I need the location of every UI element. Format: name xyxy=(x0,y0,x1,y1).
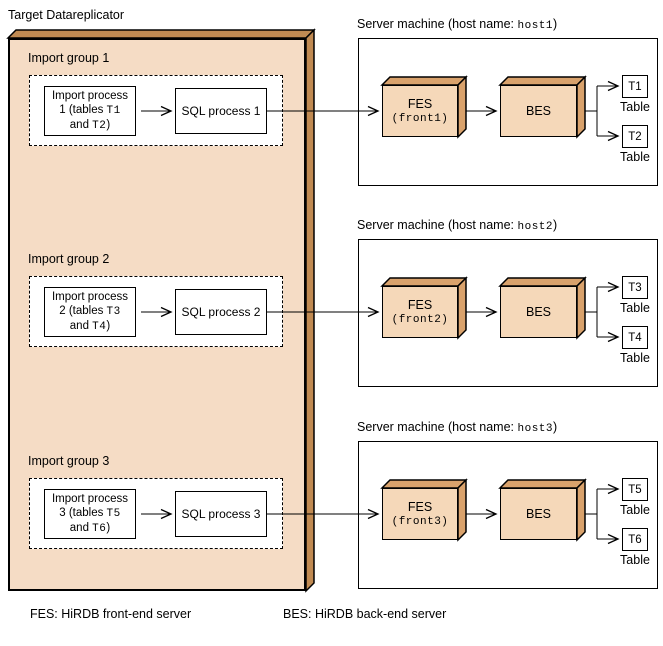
bes-box-3: BES xyxy=(500,488,577,540)
sql-process-2-label: SQL process 2 xyxy=(181,305,261,319)
server-1-label-prefix: Server machine (host name: xyxy=(357,17,518,31)
server-1-label-suffix: ) xyxy=(553,17,558,31)
import-process-2-text: Import process 2 (tables T3 and T4) xyxy=(52,290,128,335)
bes-box-1: BES xyxy=(500,85,577,137)
table-t1-id: T1 xyxy=(628,80,642,93)
bes-3-name: BES xyxy=(525,506,551,521)
table-t6-caption: Table xyxy=(620,553,650,567)
server-2-label-prefix: Server machine (host name: xyxy=(357,218,518,232)
import-process-2-table-a: T3 xyxy=(106,305,121,318)
import-process-3-line1: Import process xyxy=(51,492,129,505)
server-2-label-suffix: ) xyxy=(553,218,558,232)
server-3-hostname: host3 xyxy=(517,423,554,435)
table-t6-id: T6 xyxy=(628,533,642,546)
import-process-2-line1: Import process xyxy=(51,290,129,303)
import-group-3-label: Import group 3 xyxy=(28,454,110,468)
table-box-t5: T5 xyxy=(622,478,648,501)
sql-process-2-box: SQL process 2 xyxy=(175,289,267,335)
legend-fes: FES: HiRDB front-end server xyxy=(30,607,192,621)
server-3-label-prefix: Server machine (host name: xyxy=(357,420,518,434)
fes-2-name: FES xyxy=(407,297,433,312)
import-process-1-line3-end: ) xyxy=(106,119,111,131)
import-process-2-line3: and xyxy=(69,320,93,332)
server-machine-2-label: Server machine (host name: host2) xyxy=(357,219,557,234)
import-process-3-line3: and xyxy=(69,522,93,534)
sql-process-1-box: SQL process 1 xyxy=(175,88,267,134)
fes-2-instance: (front2) xyxy=(391,313,449,326)
import-process-2-box: Import process 2 (tables T3 and T4) xyxy=(44,287,136,337)
fes-box-2: FES (front2) xyxy=(382,286,458,338)
sql-process-1-label: SQL process 1 xyxy=(181,104,261,118)
import-group-1-label: Import group 1 xyxy=(28,51,110,65)
diagram-title: Target Datareplicator xyxy=(8,8,125,22)
bes-1-name: BES xyxy=(525,103,551,118)
table-box-t4: T4 xyxy=(622,326,648,349)
table-t3-id: T3 xyxy=(628,281,642,294)
table-box-t6: T6 xyxy=(622,528,648,551)
import-process-1-table-a: T1 xyxy=(106,104,121,117)
import-process-1-box: Import process 1 (tables T1 and T2) xyxy=(44,86,136,136)
import-group-2-label: Import group 2 xyxy=(28,252,110,266)
import-process-3-line3-end: ) xyxy=(106,522,111,534)
sql-process-3-box: SQL process 3 xyxy=(175,491,267,537)
table-box-t3: T3 xyxy=(622,276,648,299)
table-t5-id: T5 xyxy=(628,483,642,496)
import-process-3-table-a: T5 xyxy=(106,507,121,520)
import-process-1-table-b: T2 xyxy=(92,120,107,132)
import-process-1-line2: 1 (tables xyxy=(59,103,107,116)
sql-process-3-label: SQL process 3 xyxy=(181,507,261,521)
import-process-3-text: Import process 3 (tables T5 and T6) xyxy=(52,492,128,537)
table-box-t2: T2 xyxy=(622,125,648,148)
import-process-1-line1: Import process xyxy=(51,89,129,102)
import-process-2-line2: 2 (tables xyxy=(59,304,107,317)
bes-2-name: BES xyxy=(525,304,551,319)
fes-1-name: FES xyxy=(407,96,433,111)
fes-box-1: FES (front1) xyxy=(382,85,458,137)
server-2-hostname: host2 xyxy=(517,221,554,233)
server-machine-1-label: Server machine (host name: host1) xyxy=(357,18,557,33)
import-process-1-line3: and xyxy=(69,119,93,131)
import-process-2-table-b: T4 xyxy=(92,321,107,333)
import-process-3-line2: 3 (tables xyxy=(59,506,107,519)
legend-bes: BES: HiRDB back-end server xyxy=(283,607,447,621)
fes-box-3: FES (front3) xyxy=(382,488,458,540)
table-t3-caption: Table xyxy=(620,301,650,315)
fes-1-instance: (front1) xyxy=(391,112,449,125)
table-t4-caption: Table xyxy=(620,351,650,365)
fes-3-instance: (front3) xyxy=(391,515,449,528)
import-process-2-line3-end: ) xyxy=(106,320,111,332)
table-t2-id: T2 xyxy=(628,130,642,143)
table-t1-caption: Table xyxy=(620,100,650,114)
server-3-label-suffix: ) xyxy=(553,420,558,434)
fes-3-name: FES xyxy=(407,499,433,514)
bes-box-2: BES xyxy=(500,286,577,338)
server-machine-3-label: Server machine (host name: host3) xyxy=(357,421,557,436)
table-t4-id: T4 xyxy=(628,331,642,344)
table-t2-caption: Table xyxy=(620,150,650,164)
import-process-3-box: Import process 3 (tables T5 and T6) xyxy=(44,489,136,539)
server-1-hostname: host1 xyxy=(517,20,554,32)
import-process-1-text: Import process 1 (tables T1 and T2) xyxy=(52,89,128,134)
table-t5-caption: Table xyxy=(620,503,650,517)
table-box-t1: T1 xyxy=(622,75,648,98)
import-process-3-table-b: T6 xyxy=(92,523,107,535)
